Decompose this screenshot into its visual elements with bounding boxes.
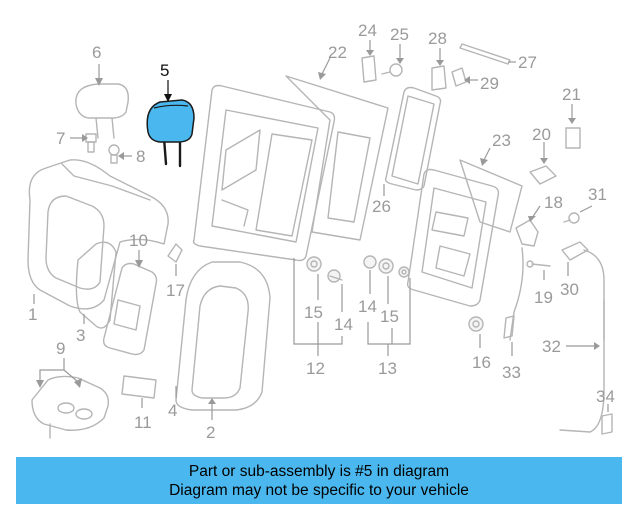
callout-15a: 15 xyxy=(304,303,323,322)
bracket-part-20 xyxy=(529,165,557,185)
callout-12: 12 xyxy=(306,359,325,378)
fasteners-group-13 xyxy=(363,255,410,278)
callout-23: 23 xyxy=(492,131,511,150)
callout-29: 29 xyxy=(480,74,499,93)
callout-1: 1 xyxy=(28,305,37,324)
cable-part-32 xyxy=(559,299,605,433)
clip-part-29 xyxy=(451,67,467,87)
headrest-part-6 xyxy=(75,83,129,139)
fasteners-group-12 xyxy=(306,256,343,283)
callout-28: 28 xyxy=(428,29,447,48)
seat-back-cushion-part-1 xyxy=(27,159,169,310)
callout-4: 4 xyxy=(168,401,177,420)
pad-part-26 xyxy=(384,86,442,191)
panel-part-22 xyxy=(285,75,389,241)
cable-part-33 xyxy=(503,247,524,341)
callout-7: 7 xyxy=(56,129,65,148)
parts-diagram: 6 5 7 8 1 3 10 xyxy=(27,21,615,442)
callout-18: 18 xyxy=(544,193,563,212)
callout-6: 6 xyxy=(92,43,101,62)
callout-26: 26 xyxy=(372,197,391,216)
callout-30: 30 xyxy=(560,280,579,299)
callout-20: 20 xyxy=(532,125,551,144)
callout-9: 9 xyxy=(56,339,65,358)
bushing-part-7 xyxy=(85,133,97,153)
clip-part-17 xyxy=(167,243,183,263)
bushing-part-8 xyxy=(108,144,120,164)
callout-24: 24 xyxy=(358,21,377,40)
backrest-frame-left xyxy=(192,84,336,262)
callout-32: 32 xyxy=(542,337,561,356)
callout-14b: 14 xyxy=(358,297,377,316)
grommet-part-16 xyxy=(468,316,484,332)
callout-17: 17 xyxy=(166,281,185,300)
backrest-frame-right xyxy=(406,168,500,307)
bolt-part-25 xyxy=(381,63,403,77)
side-trim-part-3 xyxy=(75,241,117,329)
clip-part-28 xyxy=(431,65,447,91)
callout-27: 27 xyxy=(518,53,537,72)
callout-21: 21 xyxy=(562,85,581,104)
armrest-part-9 xyxy=(31,375,110,439)
armrest-frame-part-10 xyxy=(102,262,158,356)
callout-5: 5 xyxy=(160,61,169,80)
pad-part-11 xyxy=(121,375,157,399)
callout-16: 16 xyxy=(472,353,491,372)
callout-31: 31 xyxy=(588,185,607,204)
headrest-part-5-highlighted xyxy=(146,99,195,168)
release-part-30 xyxy=(561,241,605,341)
callout-2: 2 xyxy=(206,423,215,442)
banner-line-1: Part or sub-assembly is #5 in diagram xyxy=(188,462,450,480)
bolt-part-19 xyxy=(526,260,551,268)
callout-8: 8 xyxy=(136,147,145,166)
callout-10: 10 xyxy=(129,231,148,250)
seat-back-cover-part-2 xyxy=(175,261,271,411)
callout-13: 13 xyxy=(378,359,397,378)
panel-part-23 xyxy=(459,159,523,233)
callout-34: 34 xyxy=(596,387,615,406)
callout-25: 25 xyxy=(390,25,409,44)
callout-14a: 14 xyxy=(334,315,353,334)
callout-33: 33 xyxy=(502,363,521,382)
bracket-part-24 xyxy=(361,55,377,83)
banner-line-2: Diagram may not be specific to your vehi… xyxy=(169,481,469,499)
callout-15b: 15 xyxy=(380,307,399,326)
latch-part-18 xyxy=(515,219,539,247)
info-banner: Part or sub-assembly is #5 in diagram Di… xyxy=(16,457,622,504)
callout-3: 3 xyxy=(76,326,85,345)
callout-22: 22 xyxy=(328,43,347,62)
latch-part-21 xyxy=(565,127,581,149)
callout-11: 11 xyxy=(134,413,152,432)
rod-part-27 xyxy=(459,43,511,65)
callout-19: 19 xyxy=(534,288,553,307)
bolt-part-31 xyxy=(563,212,580,224)
clip-part-34 xyxy=(601,413,613,435)
